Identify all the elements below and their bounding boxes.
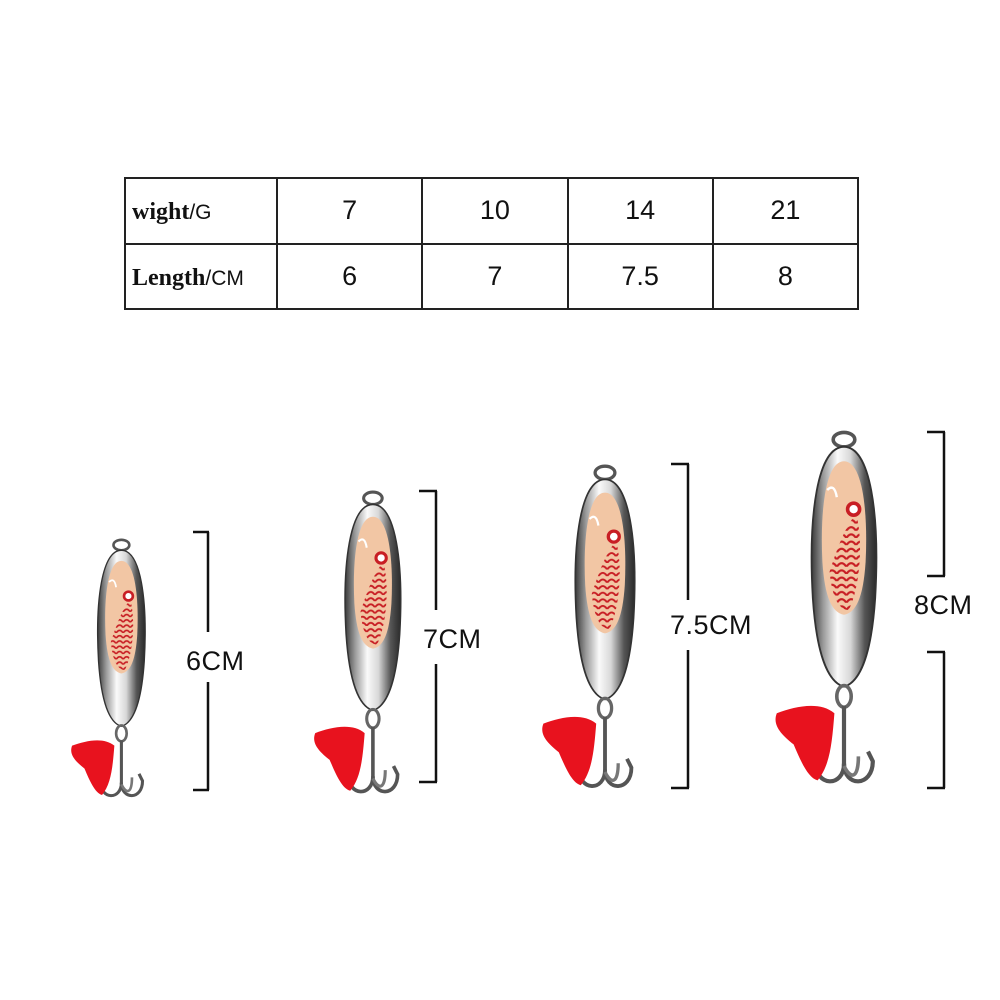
size-spec-table: wight/G 7 10 14 21 Length/CM 6 7 7.5 8 xyxy=(124,177,860,310)
weight-row-header: wight/G xyxy=(124,177,278,245)
ruler-7-5cm xyxy=(671,462,690,790)
weight-row: wight/G 7 10 14 21 xyxy=(124,177,860,245)
length-cell: 7 xyxy=(421,242,569,310)
lure-6cm xyxy=(69,530,210,798)
length-cell: 8 xyxy=(711,242,860,310)
size-label-7cm: 7CM xyxy=(423,624,482,654)
lure-illustrations xyxy=(69,400,946,798)
lure-7cm xyxy=(312,489,438,794)
ruler-6cm xyxy=(193,530,210,792)
size-label-7-5cm: 7.5CM xyxy=(670,610,753,640)
weight-cell: 21 xyxy=(711,177,860,245)
length-row-header: Length/CM xyxy=(124,242,278,310)
weight-cell: 14 xyxy=(566,177,714,245)
length-cell: 7.5 xyxy=(566,242,714,310)
length-row: Length/CM 6 7 7.5 8 xyxy=(124,242,860,310)
length-unit: /CM xyxy=(205,266,244,290)
weight-cell: 10 xyxy=(421,177,569,245)
size-label-6cm: 6CM xyxy=(186,646,245,676)
size-label-8cm: 8CM xyxy=(914,590,973,620)
weight-label: wight xyxy=(132,199,190,226)
ruler-8cm xyxy=(927,430,946,790)
lure-7-5cm xyxy=(540,462,690,790)
length-label: Length xyxy=(132,264,206,291)
length-cell: 6 xyxy=(275,242,424,310)
weight-unit: /G xyxy=(189,201,212,225)
ruler-7cm xyxy=(419,489,438,784)
weight-cell: 7 xyxy=(275,177,424,245)
lure-size-comparison: 6CM 7CM 7.5CM 8CM xyxy=(0,400,1000,820)
lure-8cm xyxy=(776,430,946,790)
